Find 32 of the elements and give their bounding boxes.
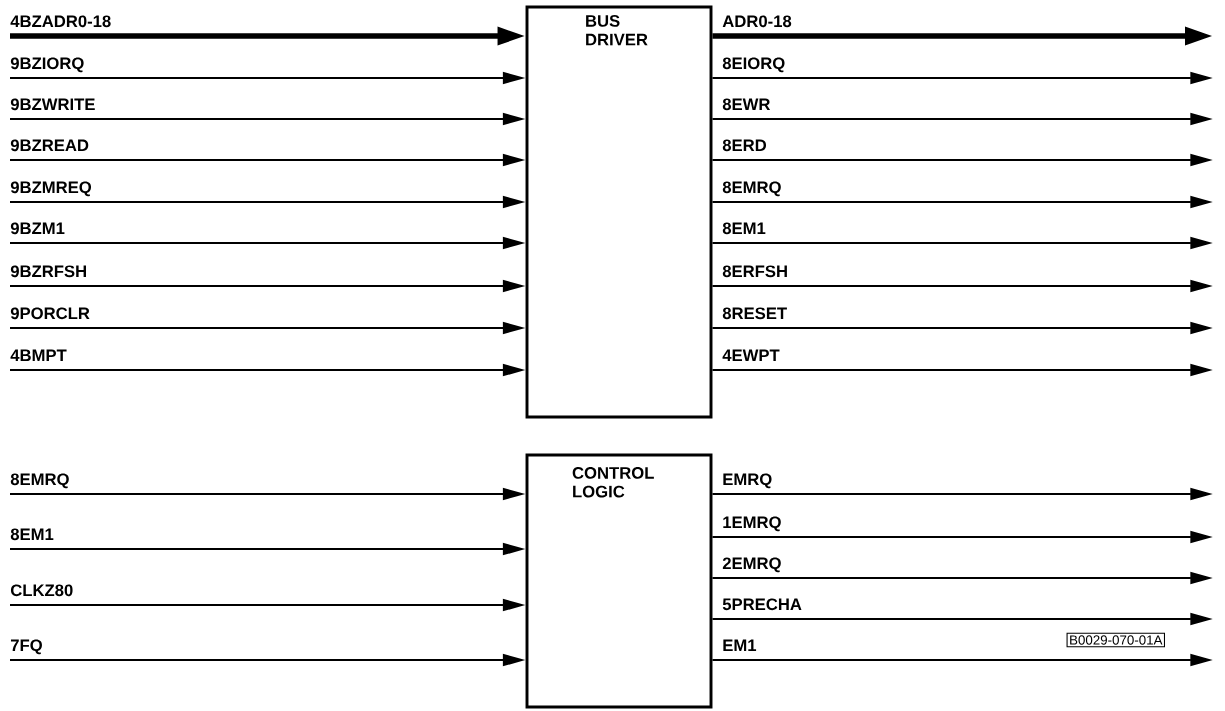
signal-label: 9BZMREQ xyxy=(10,181,92,197)
signal-label: 8EMRQ xyxy=(722,181,781,197)
signal-label: 8EM1 xyxy=(722,222,766,235)
signal-label: 8ERFSH xyxy=(722,265,787,278)
signal-label: 1EMRQ xyxy=(723,516,781,532)
signal-label: 9BZWRITE xyxy=(10,98,95,111)
figure-number: B0029-070-01A xyxy=(1066,632,1165,648)
signal-label: 8EIORQ xyxy=(722,57,785,73)
signal-label: 5PRECHA xyxy=(722,598,802,611)
signal-label: 9PORCLR xyxy=(10,307,90,320)
signal-label: 8EWR xyxy=(722,98,771,111)
signal-label: 9BZM1 xyxy=(10,222,65,235)
signal-label: EMRQ xyxy=(723,473,772,489)
block-box xyxy=(525,5,713,419)
signal-label: 8EMRQ xyxy=(10,473,69,489)
signal-label: CLKZ80 xyxy=(10,584,73,597)
signal-label: EM1 xyxy=(723,639,757,651)
block-box xyxy=(525,453,713,709)
block-title: BUS DRIVER xyxy=(586,15,648,46)
signal-label: 4EWPT xyxy=(722,349,780,361)
signal-label: 4BZADR0-18 xyxy=(10,15,111,28)
signal-label: 8RESET xyxy=(722,307,787,320)
signal-label: 7FQ xyxy=(11,639,42,655)
signal-label: 8ERD xyxy=(722,139,766,152)
signal-label: ADR0-18 xyxy=(722,15,792,28)
signal-label: 9BZREAD xyxy=(10,139,89,152)
signal-label: 9BZRFSH xyxy=(10,265,86,278)
block-title: CONTROL LOGIC xyxy=(572,467,654,498)
signal-label: 4BMPT xyxy=(10,349,67,361)
signal-label: 8EM1 xyxy=(10,528,54,541)
signal-label: 2EMRQ xyxy=(722,557,781,573)
signal-label: 9BZIORQ xyxy=(10,57,84,73)
